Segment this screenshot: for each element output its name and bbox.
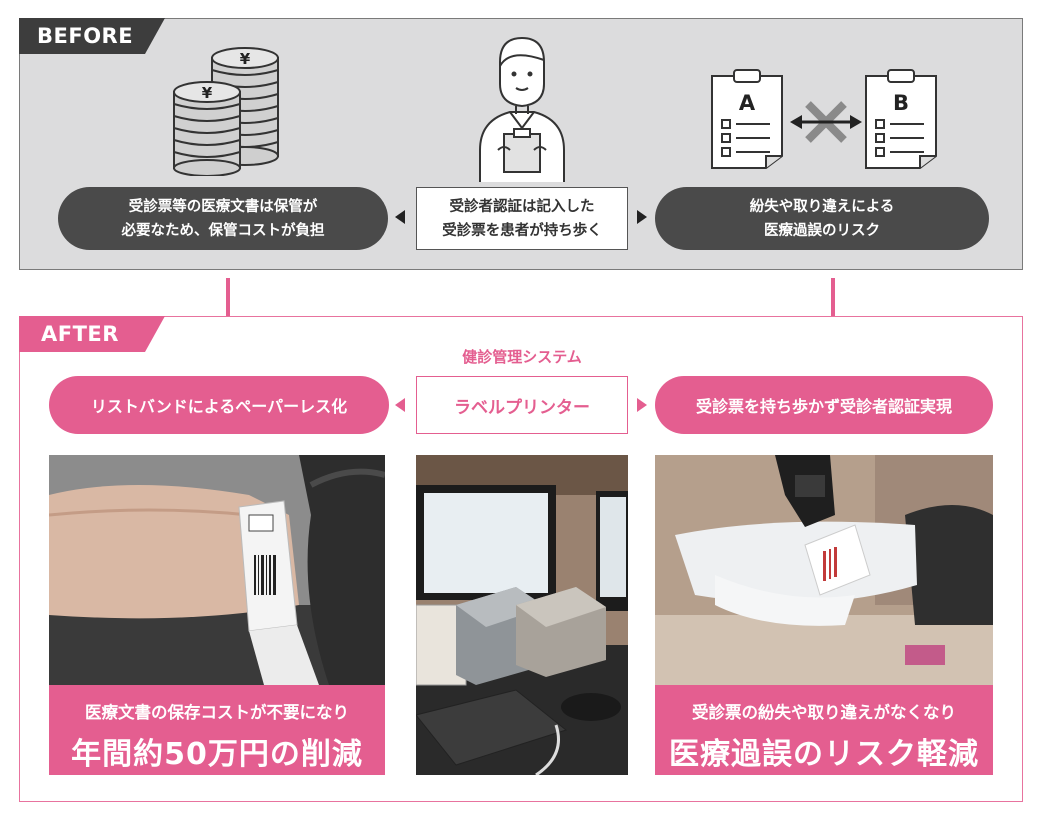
before-center-box: 受診者認証は記入した 受診票を患者が持ち歩く	[416, 187, 628, 250]
wristband-photo	[49, 455, 385, 685]
triangle-left-icon	[395, 398, 405, 412]
double-arrow-icon	[790, 101, 862, 143]
left-caption-small: 医療文書の保存コストが不要になり	[85, 703, 349, 722]
before-right-pill: 紛失や取り違えによる 医療過誤のリスク	[655, 187, 989, 250]
left-caption: 医療文書の保存コストが不要になり 年間約50万円の削減	[49, 685, 385, 775]
scanner-photo	[655, 455, 993, 685]
right-caption-big: 医療過誤のリスク軽減	[669, 737, 979, 772]
label-printer-photo	[416, 455, 628, 775]
clipboard-icon: A	[711, 69, 783, 169]
clipboard-a-label: A	[739, 91, 756, 115]
clipboard-b-label: B	[893, 91, 909, 115]
yen-coins-icon: ¥ ¥	[173, 47, 279, 176]
before-tag: BEFORE	[19, 18, 165, 54]
coin-symbol-front: ¥	[202, 84, 213, 102]
triangle-right-icon	[637, 210, 647, 224]
system-label: 健診管理システム	[462, 348, 582, 366]
after-tag: AFTER	[19, 316, 165, 352]
right-caption-small: 受診票の紛失や取り違えがなくなり	[692, 703, 956, 722]
coin-symbol-back: ¥	[240, 50, 251, 68]
after-center-box: ラベルプリンター	[416, 376, 628, 434]
after-left-pill: リストバンドによるペーパーレス化	[49, 376, 389, 434]
before-left-pill: 受診票等の医療文書は保管が 必要なため、保管コストが負担	[58, 187, 388, 250]
left-caption-big: 年間約50万円の削減	[71, 737, 363, 772]
after-right-pill: 受診票を持ち歩かず受診者認証実現	[655, 376, 993, 434]
triangle-left-icon	[395, 210, 405, 224]
right-caption: 受診票の紛失や取り違えがなくなり 医療過誤のリスク軽減	[655, 685, 993, 775]
nurse-icon	[479, 36, 565, 182]
clipboard-icon: B	[865, 69, 937, 169]
triangle-right-icon	[637, 398, 647, 412]
